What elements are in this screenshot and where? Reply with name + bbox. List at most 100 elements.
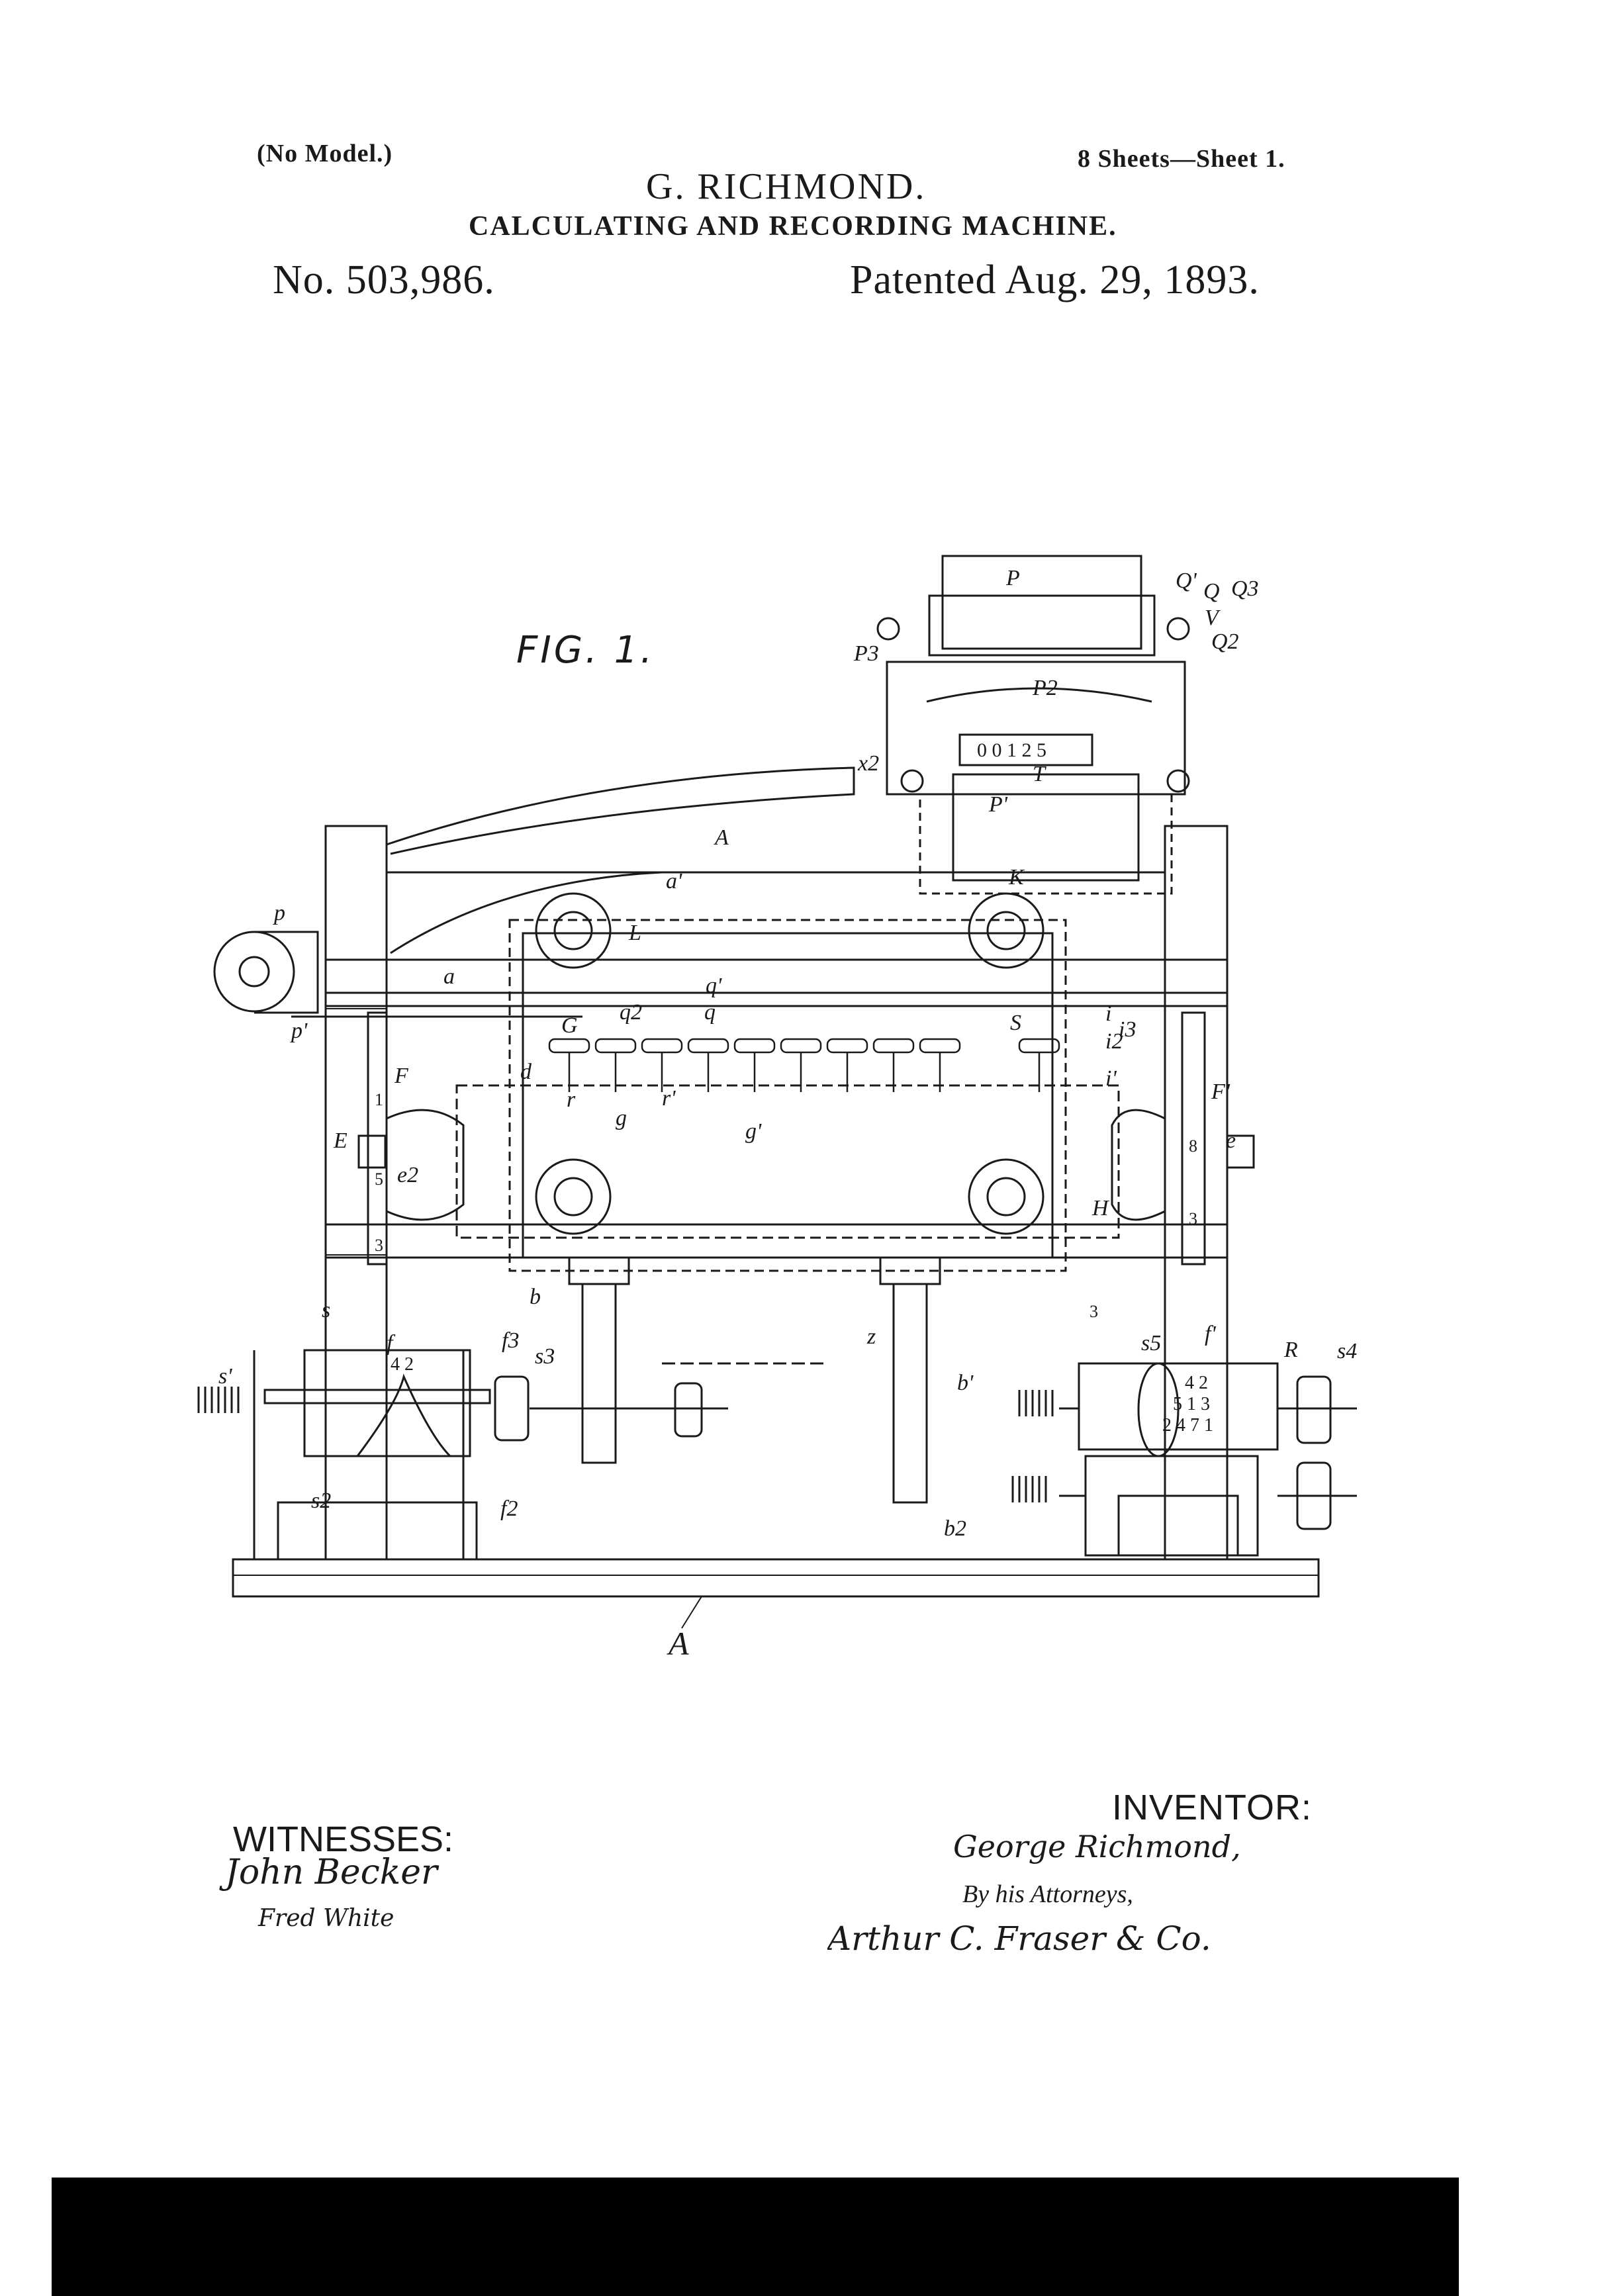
dial-right-row-3: 2 4 7 1 [1162,1415,1213,1436]
ref-p-prime: p' [290,1019,308,1043]
drum [455,1084,1120,1239]
ref-f2: f2 [500,1496,518,1521]
ref-s5: s5 [1141,1331,1161,1355]
frame-mark-1: 1 [375,1090,383,1109]
ref-b: b [530,1285,541,1309]
ref-G: G [561,1013,578,1038]
ref-Q: Q [1203,579,1220,604]
ref-K: K [1008,865,1025,890]
figure-label: FIG. 1. [516,629,655,672]
ref-s3: s3 [535,1344,555,1369]
ref-x2: x2 [857,751,879,776]
ref-i-prime: i' [1105,1066,1117,1091]
key-housing [508,919,1067,1272]
keys [548,1038,1060,1092]
ref-b-prime: b' [957,1371,974,1395]
ref-s2: s2 [311,1489,331,1513]
ref-P-prime: P' [988,792,1008,817]
right-spring [1018,1390,1054,1416]
dial-right-row-1: 4 2 [1185,1373,1208,1393]
print-head-body [886,661,1186,796]
ref-a-prime: a' [666,869,682,894]
ref-e: e [1226,1128,1236,1153]
patent-date: Patented Aug. 29, 1893. [850,257,1260,302]
ref-Q-prime: Q' [1176,569,1197,593]
frame-mark-6: 3 [1090,1302,1098,1321]
ref-z: z [866,1324,876,1349]
ref-Q2: Q2 [1211,629,1239,654]
ref-r: r [567,1087,576,1112]
scan-edge-bar [52,2178,1459,2296]
bar-F-prime [1181,1011,1206,1265]
ref-T: T [1033,762,1046,786]
ref-F: F [394,1064,409,1088]
ref-s: s [322,1298,330,1322]
base-plate [232,1558,1320,1598]
ref-s4: s4 [1337,1339,1357,1363]
witness-signature-2: Fred White [257,1905,394,1932]
inventor-name: G. RICHMOND. [646,166,927,207]
ref-r-prime: r' [662,1086,676,1111]
ref-Q3: Q3 [1231,576,1259,601]
ref-p: p [273,901,285,925]
inventor-signature: George Richmond, [953,1829,1241,1864]
frame-mark-5: 3 [1189,1209,1197,1228]
attorney-signature: Arthur C. Fraser & Co. [827,1919,1211,1958]
ref-S: S [1010,1011,1021,1035]
frame-mark-3: 3 [375,1236,383,1255]
ref-F-prime: F' [1211,1079,1230,1104]
dial-left-text: 4 2 [391,1354,414,1375]
counter-wheel-text: 0 0 1 2 5 [977,739,1046,761]
patent-title: CALCULATING AND RECORDING MACHINE. [469,211,1117,242]
ref-i3: i3 [1119,1017,1136,1042]
ref-q: q [704,1000,716,1025]
right-drum [1078,1362,1279,1451]
patent-number: No. 503,986. [273,257,495,302]
ref-P2: P2 [1032,676,1058,700]
ref-g: g [616,1106,627,1130]
inventor-signature-block: George Richmond, [953,1829,1241,1864]
ref-g-prime: g' [745,1119,762,1144]
ref-f: f [387,1331,396,1355]
ref-V: V [1205,606,1221,630]
inventor-label: INVENTOR: [1112,1788,1313,1827]
ref-i: i [1105,1001,1111,1026]
left-gear [494,1375,530,1442]
frame-mark-4: 8 [1189,1136,1197,1156]
roller-top-left [535,892,612,969]
roller-bottom-right [968,1158,1044,1235]
ref-q2: q2 [620,1000,642,1025]
ref-f3: f3 [502,1328,519,1353]
witness-signatures: John Becker Fred White [219,1853,440,1932]
feed-arm [386,766,855,855]
ref-E: E [333,1128,348,1153]
sheet-number: 8 Sheets—Sheet 1. [1078,145,1285,173]
ref-P: P [1005,566,1020,590]
ref-i2: i2 [1105,1029,1123,1054]
ref-e2: e2 [397,1163,418,1187]
frame-mark-2: 5 [375,1170,383,1189]
ref-a-upper: a [443,964,455,989]
ref-d: d [520,1060,532,1084]
ref-b2: b2 [944,1516,966,1541]
ref-P3: P3 [853,641,879,666]
ref-A-top: A [714,825,729,850]
attorney-signature-block: Arthur C. Fraser & Co. [827,1919,1211,1958]
witness-signature-1: John Becker [219,1853,440,1892]
bar-F [367,1011,388,1265]
ref-A-bottom: A [667,1625,689,1662]
ref-q-prime: q' [706,974,722,998]
model-note: (No Model.) [257,140,393,167]
ref-f-prime: f' [1205,1322,1216,1346]
ref-H: H [1091,1196,1110,1220]
witnesses-label: WITNESSES: [233,1819,454,1859]
dial-right-row-2: 5 1 3 [1173,1394,1210,1414]
ref-R: R [1283,1338,1298,1362]
print-head-top [941,555,1142,650]
roller-bottom-left [535,1158,612,1235]
by-attorneys: By his Attorneys, [962,1880,1133,1908]
ref-s-prime: s' [218,1364,232,1389]
left-spring [197,1387,240,1413]
